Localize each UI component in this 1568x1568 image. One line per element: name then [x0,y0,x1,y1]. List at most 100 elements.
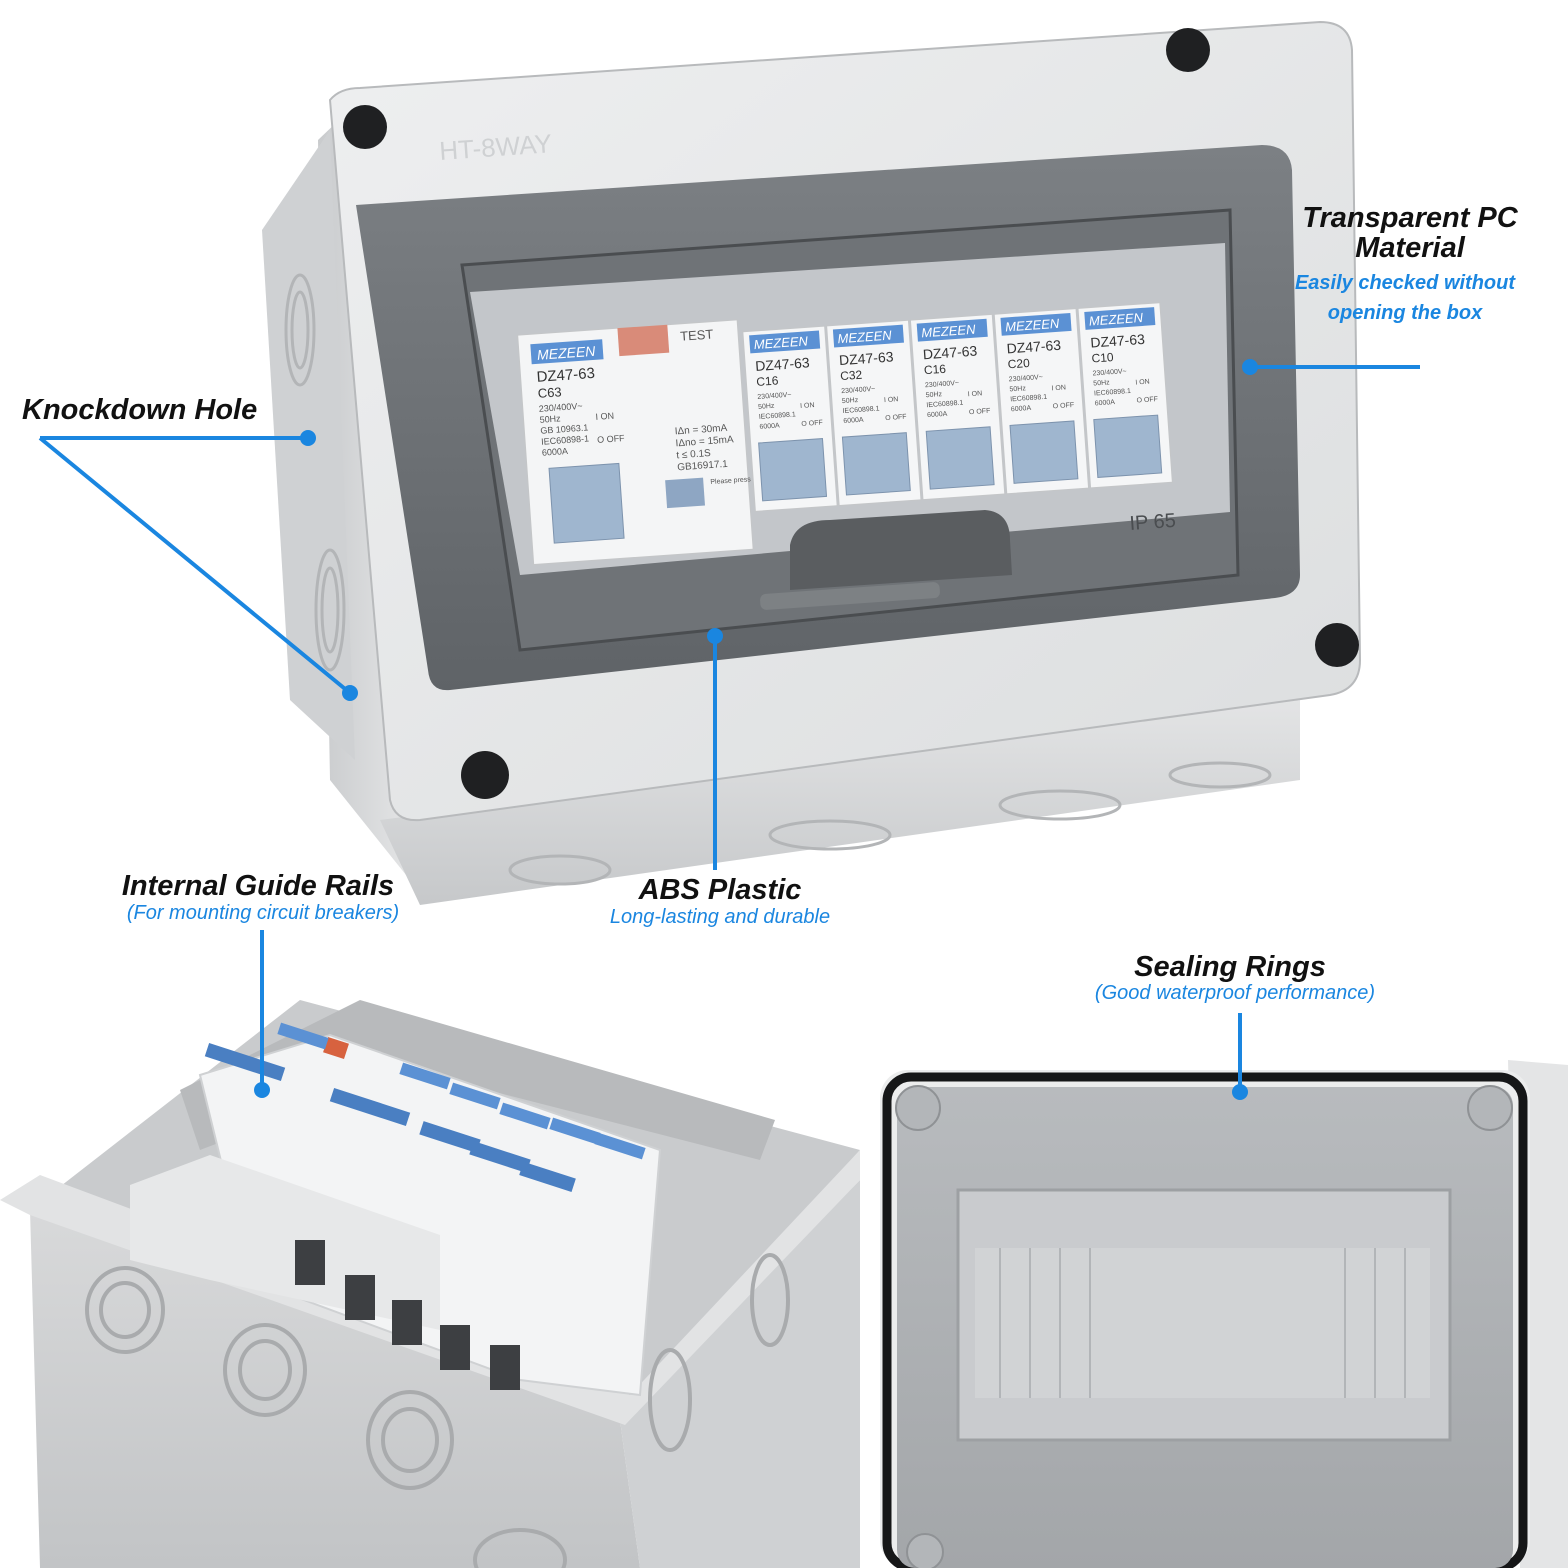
sealing-rings-sub: (Good waterproof performance) [1094,982,1376,1004]
mcb-capacity: 6000A [759,422,780,430]
mcb-standard: IEC60898.1 [926,400,963,410]
mcb-toggle [925,426,995,490]
svg-text:IEC60898-1: IEC60898-1 [541,433,590,446]
svg-text:O OFF: O OFF [597,433,626,445]
mcb-off-label: O OFF [1136,396,1158,404]
svg-text:DZ47-63: DZ47-63 [536,365,595,386]
mcb-brand: MEZEEN [753,333,809,352]
svg-text:I ON: I ON [595,411,614,422]
knockdown-ridges [284,273,1272,886]
mcb-off-label: O OFF [801,419,823,427]
mcb-standard: IEC60898.1 [1094,388,1131,398]
mcb-toggle [1093,414,1163,478]
mcb-toggle [841,432,911,496]
mcb-model: DZ47-63 [755,354,811,374]
transparent-pc-title-line2: Material [1355,232,1465,264]
mcb-brand-plate [1000,312,1072,336]
mcb-standard: IEC60898.1 [1010,394,1047,404]
mcb-freq: 50Hz [758,403,775,411]
mcb-capacity: 6000A [1011,405,1032,413]
svg-text:GB16917.1: GB16917.1 [677,459,729,474]
mcb-off-label: O OFF [1053,402,1075,410]
svg-text:6000A: 6000A [542,446,569,458]
mcb-on-label: I ON [800,402,815,410]
mcb-toggle [1009,420,1079,484]
abs-plastic-sub: Long-lasting and durable [609,906,831,928]
mcb-voltage: 230/400V~ [1092,368,1126,377]
mcb-voltage: 230/400V~ [1009,374,1043,383]
mcb-model: DZ47-63 [922,343,978,363]
svg-text:230/400V~: 230/400V~ [539,401,583,414]
mcb-rating: C20 [1007,356,1030,372]
lid-inside-view [880,1060,1568,1568]
mcb-on-label: I ON [884,396,899,404]
door-latch [760,582,940,610]
internal-guide-rails-title: Internal Guide Rails [121,870,395,902]
abs-plastic-title: ABS Plastic [638,874,802,906]
mcb-rating: C16 [923,362,946,378]
callout-leaders [38,359,1420,1100]
mcb-freq: 50Hz [925,391,942,399]
sealing-rings-title: Sealing Rings [1134,951,1326,983]
mcb-freq: 50Hz [842,397,859,405]
installed-breakers [130,1022,662,1397]
mcb-brand: MEZEEN [837,327,893,346]
screw-hole [1315,623,1359,667]
mcb-brand-plate [832,324,904,348]
knockdown-hole-title: Knockdown Hole [22,394,258,426]
ip-rating: IP 65 [1129,510,1177,535]
internal-guide-rails-sub: (For mounting circuit breakers) [126,902,400,924]
closed-enclosure: HT-8WAY IP 65 MEZEEN TEST DZ47-63 C63 23… [262,20,1362,905]
svg-text:IΔno = 15mA: IΔno = 15mA [675,434,734,449]
mcb-rating: C16 [756,373,779,389]
mcb-freq: 50Hz [1009,385,1026,393]
mcb-freq: 50Hz [1093,379,1110,387]
transparent-pc-sub-line2: opening the box [1327,302,1483,324]
mcb-capacity: 6000A [1094,399,1115,407]
rcbo-toggle [548,462,625,544]
svg-text:50Hz: 50Hz [539,413,561,424]
svg-text:t ≤ 0.1S: t ≤ 0.1S [676,448,711,461]
mcb-brand: MEZEEN [921,322,977,341]
mcb-brand: MEZEEN [1005,316,1061,335]
mcb-standard: IEC60898.1 [759,411,796,421]
screw-hole [1166,28,1210,72]
mcb-rating: C32 [840,368,863,384]
mcb-toggle [758,438,828,502]
transparent-pc-title-line1: Transparent PC [1302,202,1518,234]
mcb-brand-plate [1084,307,1156,330]
mcb-on-label: I ON [968,390,983,398]
mcb-rating: C10 [1091,350,1114,366]
svg-text:IΔn = 30mA: IΔn = 30mA [674,423,728,438]
mcb-voltage: 230/400V~ [841,386,875,395]
test-button [617,324,670,357]
transparent-pc-sub-line1: Easily checked without [1294,272,1516,294]
mcb-standard: IEC60898.1 [842,405,879,415]
mcb-capacity: 6000A [843,417,864,425]
mcb-off-label: O OFF [969,408,991,416]
mcb-model: DZ47-63 [838,348,894,368]
rcbo-test-switch [665,477,705,509]
svg-text:TEST: TEST [680,327,714,344]
mcb-on-label: I ON [1051,384,1066,392]
mcb-model: DZ47-63 [1006,337,1062,357]
mcb-voltage: 230/400V~ [757,392,791,401]
mcb-breakers: MEZEENDZ47-63C16230/400V~50HzIEC60898.16… [742,302,1173,512]
mcb-model: DZ47-63 [1090,331,1146,351]
rcbo-brand: MEZEEN [537,343,597,363]
mcb-brand-plate [916,318,988,342]
mcb-capacity: 6000A [927,411,948,419]
mcb-brand: MEZEEN [1088,310,1144,329]
rcbo-breaker: MEZEEN TEST DZ47-63 C63 230/400V~ 50Hz G… [517,319,797,566]
mcb-brand-plate [749,330,821,354]
svg-text:C63: C63 [537,384,562,401]
mcb-off-label: O OFF [885,414,907,422]
knockout-rings [85,1253,790,1568]
open-enclosure-with-breakers [0,1000,860,1568]
screw-hole [343,105,387,149]
screw-hole [461,751,509,799]
mcb-voltage: 230/400V~ [925,380,959,389]
svg-text:GB 10963.1: GB 10963.1 [540,422,589,435]
mcb-on-label: I ON [1135,379,1150,387]
